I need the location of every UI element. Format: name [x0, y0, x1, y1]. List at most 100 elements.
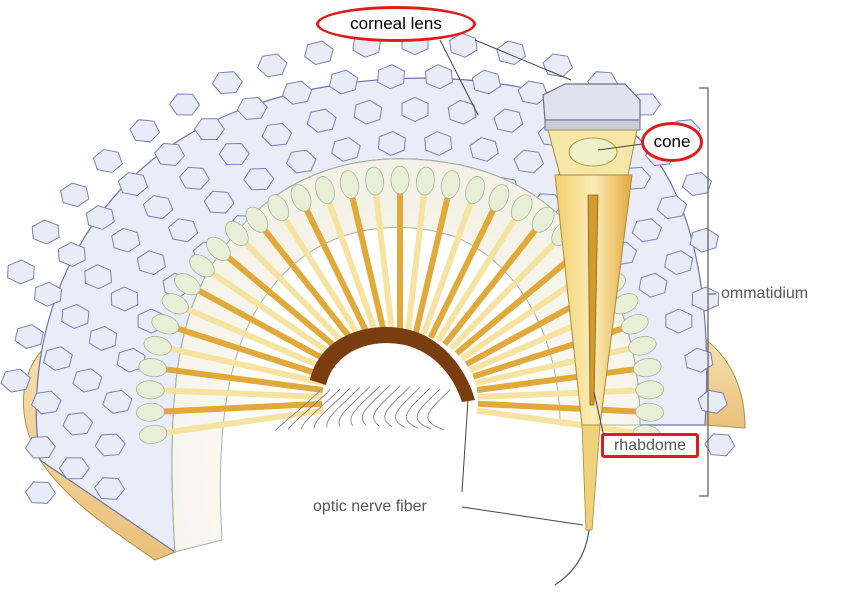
- facet-hexagon: [243, 167, 275, 191]
- nerve-fiber-strand: [274, 390, 321, 431]
- rhabdome-rod: [587, 194, 599, 406]
- facet-hexagon: [111, 227, 141, 253]
- nerve-fiber-strand: [373, 385, 401, 427]
- rhabdome-label: rhabdome: [613, 436, 687, 454]
- facet-hexagon: [43, 346, 73, 371]
- facet-hexagon: [236, 96, 268, 121]
- facet-hexagon: [691, 286, 720, 312]
- cone-cap: [465, 176, 486, 205]
- facet-hexagon: [167, 218, 199, 243]
- facet-hexagon: [638, 272, 668, 298]
- facet-hexagon: [665, 308, 693, 334]
- ommatidium-ray: [442, 221, 543, 347]
- facet-hexagon: [142, 195, 174, 220]
- nerve-fiber-strand: [326, 387, 361, 428]
- ommatidium-ray: [454, 249, 580, 356]
- corneal-lens-label-oval: corneal lens: [316, 6, 476, 42]
- facet-hexagon: [14, 324, 44, 349]
- cone-cap: [440, 170, 461, 199]
- ommatidium-ray: [278, 210, 365, 343]
- facet-hexagon: [211, 71, 243, 95]
- facet-hexagon: [168, 93, 201, 116]
- cone-cap: [138, 424, 168, 444]
- facet-hexagon: [7, 259, 35, 285]
- lens-side: [544, 119, 641, 131]
- ommatidium-ray: [220, 249, 346, 356]
- nerve-fiber-strand: [406, 387, 431, 429]
- ommatidium-ray: [157, 365, 324, 393]
- facet-hexagon: [57, 241, 86, 267]
- facet-hexagon: [471, 69, 502, 95]
- cone-cap: [415, 166, 435, 196]
- cone-cap: [245, 206, 269, 233]
- facet-hexagon: [631, 218, 663, 243]
- facet-hexagon: [681, 171, 713, 197]
- facet-hexagon: [102, 389, 133, 414]
- cone-cap: [143, 335, 172, 356]
- ommatidium-ray: [404, 185, 428, 333]
- cone-cap: [635, 380, 665, 400]
- facet-hexagon: [94, 433, 126, 457]
- facet-hexagon: [0, 368, 31, 393]
- ommatidium-unit: [542, 83, 641, 586]
- nerve-fiber-tail: [581, 424, 601, 531]
- corneal-lens-leader: [474, 39, 572, 81]
- facet-hexagon: [401, 96, 429, 122]
- facet-hexagon: [664, 250, 694, 276]
- cone-cap: [339, 170, 360, 199]
- ommatidium-ray: [474, 343, 639, 387]
- cone-cap: [628, 335, 657, 356]
- facet-hexagon: [61, 303, 90, 329]
- nerve-fiber-strand: [395, 387, 421, 428]
- facet-hexagon: [257, 53, 288, 78]
- nerve-fiber-strand: [338, 386, 371, 427]
- facet-hexagon: [377, 130, 406, 156]
- facet-hexagon: [331, 137, 361, 162]
- facet-hexagon: [153, 142, 186, 167]
- facet-hexagon: [34, 281, 62, 307]
- cone-core: [568, 137, 618, 167]
- facet-grid: [0, 30, 736, 504]
- cone-cap: [267, 194, 290, 222]
- corneal-lens-facet: [542, 83, 641, 121]
- nerve-fiber-strand: [427, 389, 451, 431]
- cone-cap: [161, 293, 189, 315]
- facet-hexagon: [424, 130, 453, 156]
- optic-fiber-bundle: [274, 384, 451, 431]
- optic-nerve-leader-2: [461, 399, 469, 493]
- facet-hexagon: [281, 80, 313, 105]
- cone-cap: [635, 402, 664, 422]
- facet-hexagon: [116, 347, 146, 373]
- ommatidium-ray: [412, 188, 453, 335]
- corneal-lens-label: corneal lens: [350, 14, 442, 33]
- nerve-fiber-strand: [300, 388, 341, 430]
- nerve-fiber-strand: [350, 385, 381, 427]
- rhabdome-leader: [593, 391, 605, 438]
- cone-cap: [620, 314, 649, 335]
- ommatidium-ray: [157, 407, 324, 437]
- facet-hexagon: [117, 171, 149, 197]
- facet-hexagon: [496, 40, 526, 66]
- ommatidium-ray: [161, 343, 326, 387]
- cone-cap: [365, 166, 385, 196]
- facet-hexagon: [493, 108, 524, 133]
- facet-hexagon: [447, 99, 477, 125]
- cone-cap: [632, 358, 662, 378]
- facet-hexagon: [513, 149, 545, 174]
- ommatidium-ray: [347, 188, 388, 335]
- facet-hexagon: [58, 457, 90, 480]
- facet-hexagon: [72, 368, 103, 393]
- ommatidium-ray: [168, 323, 328, 380]
- facet-hexagon: [129, 119, 161, 143]
- cone-label-oval: cone: [641, 122, 703, 162]
- facet-hexagon: [261, 122, 293, 147]
- ommatidium-ray: [476, 407, 643, 437]
- facet-hexagon: [60, 182, 90, 208]
- cone-label: cone: [653, 132, 691, 151]
- ommatidium-ray: [190, 284, 336, 367]
- ommatidium-ray: [476, 365, 643, 393]
- optic-nerve-arc: [310, 327, 475, 402]
- fiber-curve: [554, 529, 590, 586]
